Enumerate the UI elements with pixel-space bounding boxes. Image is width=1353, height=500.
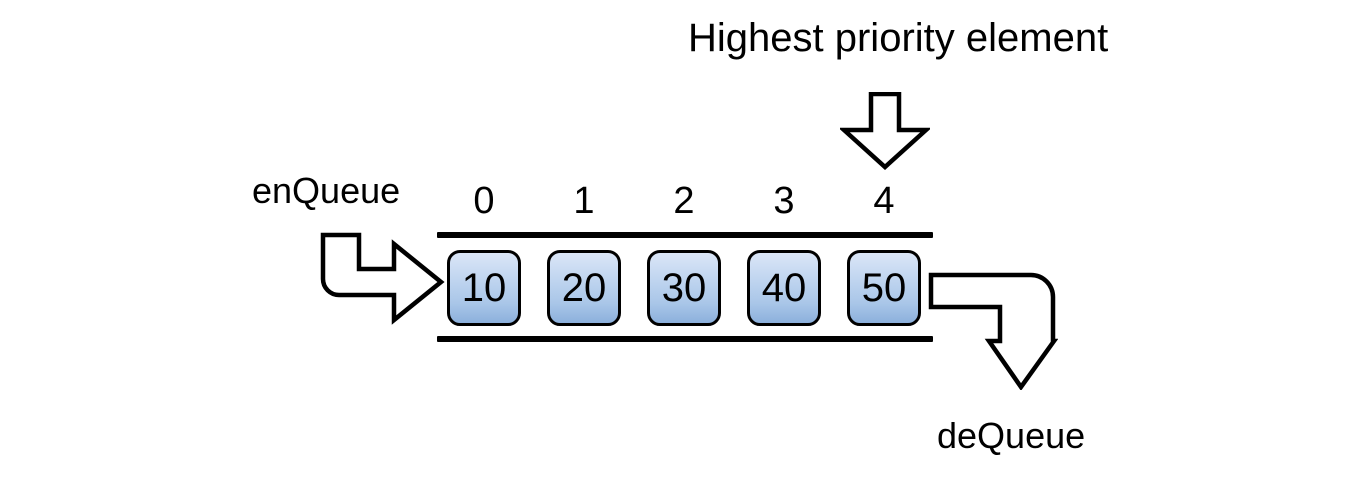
arrow-down-icon bbox=[840, 92, 930, 170]
cell-index-0: 0 bbox=[473, 180, 495, 222]
cell-index-3: 3 bbox=[773, 180, 795, 222]
bent-arrow-down-right-icon bbox=[320, 232, 445, 325]
highest-priority-label: Highest priority element bbox=[688, 16, 1109, 60]
queue-cell-4[interactable]: 50 bbox=[847, 250, 921, 326]
bent-arrow-right-down-icon bbox=[928, 272, 1058, 390]
enqueue-label: enQueue bbox=[252, 170, 401, 211]
queue-cell-0[interactable]: 10 bbox=[447, 250, 521, 326]
queue-cell-3[interactable]: 40 bbox=[747, 250, 821, 326]
cell-index-1: 1 bbox=[573, 180, 595, 222]
queue-cell-2[interactable]: 30 bbox=[647, 250, 721, 326]
dequeue-label: deQueue bbox=[937, 415, 1086, 456]
queue-cell-1[interactable]: 20 bbox=[547, 250, 621, 326]
cell-index-2: 2 bbox=[673, 180, 695, 222]
queue-rail-top bbox=[437, 232, 933, 238]
queue-rail-bottom bbox=[437, 336, 933, 342]
cell-index-4: 4 bbox=[873, 180, 895, 222]
